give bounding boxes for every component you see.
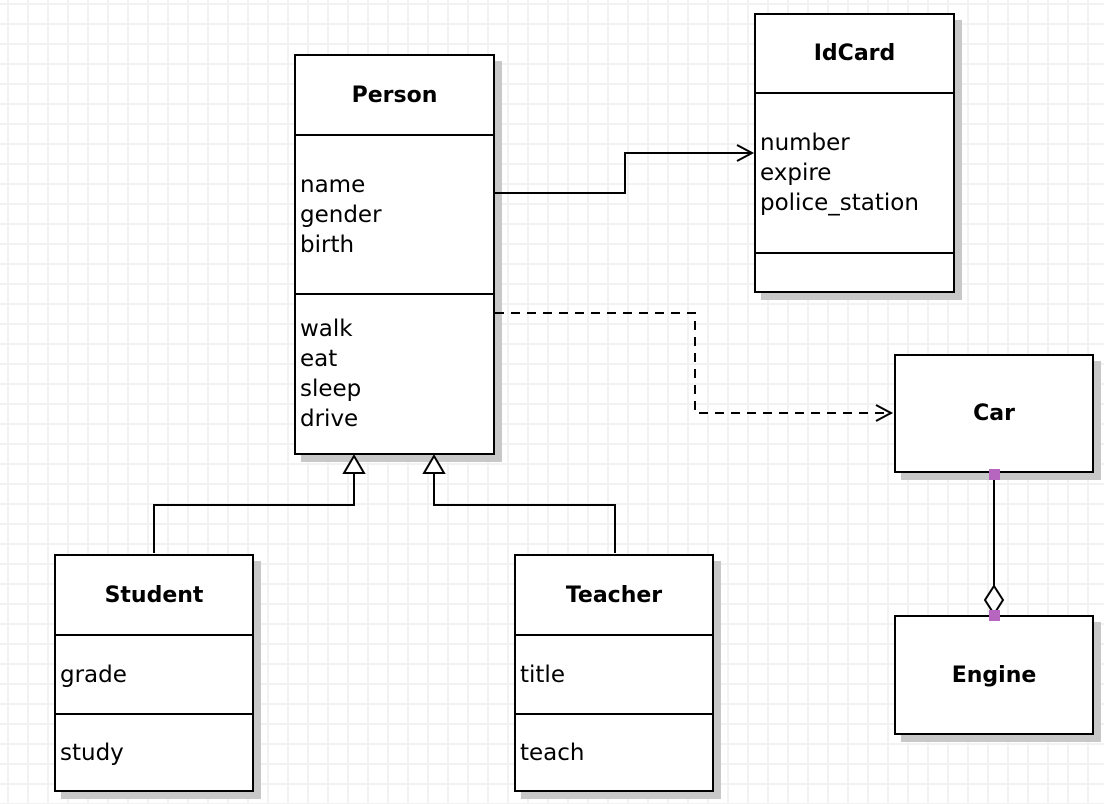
attribute-item: name [300,171,366,198]
class-idcard-methods [756,252,953,291]
endpoint-handle[interactable] [989,469,1000,480]
method-item: drive [300,406,359,432]
class-idcard-title: IdCard [813,41,896,66]
class-car-title: Car [973,401,1015,426]
attribute-item: birth [300,231,355,258]
hollow-triangle [422,454,446,474]
endpoint-handle[interactable] [989,610,1000,621]
method-item: walk [300,316,353,342]
attribute-item: expire [760,160,832,186]
class-student-title: Student [104,582,204,608]
open-arrowhead [736,144,755,162]
class-person-methods: walk eat sleep drive [296,293,493,453]
attribute-item: number [760,130,850,156]
dependency-line[interactable] [495,312,889,414]
class-car[interactable]: Car [894,354,1094,473]
generalization-line[interactable] [153,473,355,553]
class-teacher-attributes: title [516,634,712,713]
class-idcard-attributes: number expire police_station [756,92,953,252]
class-person-title: Person [351,82,438,108]
method-item: study [60,739,124,766]
method-item: sleep [300,376,362,402]
association-line[interactable] [495,152,751,194]
method-item: teach [520,739,585,766]
class-teacher[interactable]: Teacher title teach [514,554,714,792]
attribute-item: gender [300,201,382,228]
class-engine[interactable]: Engine [894,615,1094,735]
generalization-teacher-person[interactable] [422,454,616,553]
class-person-attributes: name gender birth [296,134,493,293]
attribute-item: grade [60,661,127,688]
class-student-attributes: grade [56,634,252,713]
association-person-idcard[interactable] [495,144,755,194]
attribute-item: title [520,661,565,688]
aggregation-car-engine[interactable] [983,469,1005,621]
class-teacher-title: Teacher [565,582,663,608]
class-idcard[interactable]: IdCard number expire police_station [754,13,955,293]
class-teacher-methods: teach [516,713,712,790]
class-student-methods: study [56,713,252,790]
generalization-line[interactable] [433,473,616,553]
class-student[interactable]: Student grade study [54,554,254,792]
open-arrowhead [875,404,894,422]
attribute-item: police_station [760,190,919,216]
class-person[interactable]: Person name gender birth walk eat sleep … [294,54,495,455]
dependency-person-car[interactable] [495,312,894,422]
hollow-diamond [983,584,1005,616]
generalization-student-person[interactable] [153,454,366,553]
hollow-triangle [342,454,366,474]
method-item: eat [300,346,338,372]
class-engine-title: Engine [951,662,1037,688]
